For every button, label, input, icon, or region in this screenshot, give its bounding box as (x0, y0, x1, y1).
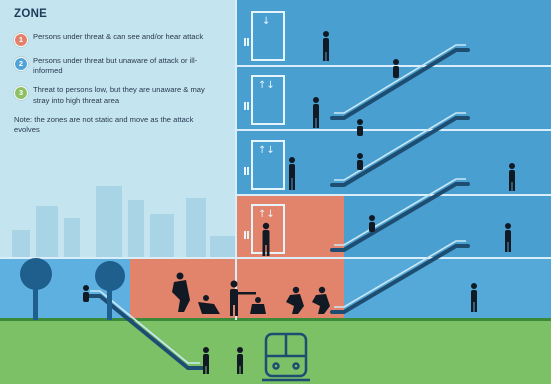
zone-legend: ZONE 1 Persons under threat & can see an… (14, 8, 219, 135)
ground (0, 320, 551, 384)
floor-lines (236, 65, 551, 259)
elevator-icon: ↓ ↑↓ ↑↓ ↑↓ (244, 16, 275, 239)
legend-title: ZONE (14, 8, 48, 20)
zone-3-description: Threat to persons low, but they are unaw… (33, 85, 205, 105)
legend-note: Note: the zones are not static and move … (14, 114, 194, 135)
legend-item-zone-2: 2 Persons under threat but unaware of at… (14, 56, 219, 76)
zone-2-description: Persons under threat but unaware of atta… (33, 56, 198, 76)
svg-text:↑↓: ↑↓ (258, 80, 275, 91)
person-icon (83, 31, 515, 374)
legend-item-zone-1: 1 Persons under threat & can see and/or … (14, 32, 219, 47)
escalator-icon (86, 48, 470, 370)
zone-2-right (344, 258, 551, 320)
legend-item-zone-3: 3 Threat to persons low, but they are un… (14, 85, 219, 105)
elevator-shaft (251, 11, 285, 254)
svg-text:↑↓: ↑↓ (258, 209, 275, 220)
tree-icon (20, 258, 125, 320)
svg-text:↑↓: ↑↓ (258, 145, 275, 156)
zone-3-badge: 3 (14, 86, 28, 101)
train-icon (262, 332, 310, 382)
svg-text:↓: ↓ (262, 16, 270, 27)
zone-1-description: Persons under threat & can see and/or he… (33, 32, 204, 41)
zone-2-badge: 2 (14, 57, 28, 71)
zone-1-badge: 1 (14, 33, 28, 47)
